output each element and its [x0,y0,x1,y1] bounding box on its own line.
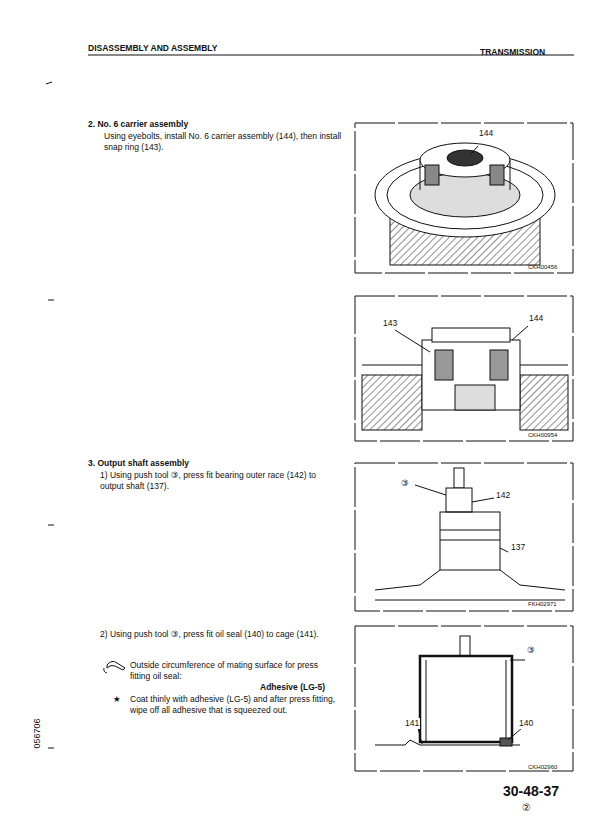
callout-number: 141 [404,718,420,729]
step-text: 1) Using push tool ③, press fit bearing … [100,470,340,492]
section-name: TRANSMISSION [480,47,545,58]
note-star: ★ [113,694,121,705]
figure-code: FKH02971 [528,599,557,610]
step-text: 2) Using push tool ③, press fit oil seal… [100,629,340,640]
callout-number: 137 [510,542,526,553]
figure-code: CKH02960 [528,762,557,773]
step-text: Using eyebolts, install No. 6 carrier as… [104,131,344,153]
note-text: Outside circumference of mating surface … [130,660,340,682]
note-text: Coat thinly with adhesive (LG-5) and aft… [130,694,340,716]
callout-number: 144 [478,128,494,139]
figure-code: CKH00456 [528,262,557,273]
callout-number: ③ [400,478,410,489]
callout-number: ③ [526,645,536,656]
callout-number: 143 [382,318,398,329]
page-heading: DISASSEMBLY AND ASSEMBLY [88,43,217,54]
callout-number: 142 [495,490,511,501]
figure-code: CKH00954 [528,430,557,441]
revision-mark: ② [522,802,531,813]
material-name: Adhesive (LG-5) [260,682,325,693]
side-code: 056706 [32,718,43,748]
callout-number: 140 [518,718,534,729]
step-heading: 3. Output shaft assembly [88,458,189,469]
step-heading: 2. No. 6 carrier assembly [88,119,188,130]
page-number: 30-48-37 [503,783,559,799]
callout-number: 144 [528,313,544,324]
